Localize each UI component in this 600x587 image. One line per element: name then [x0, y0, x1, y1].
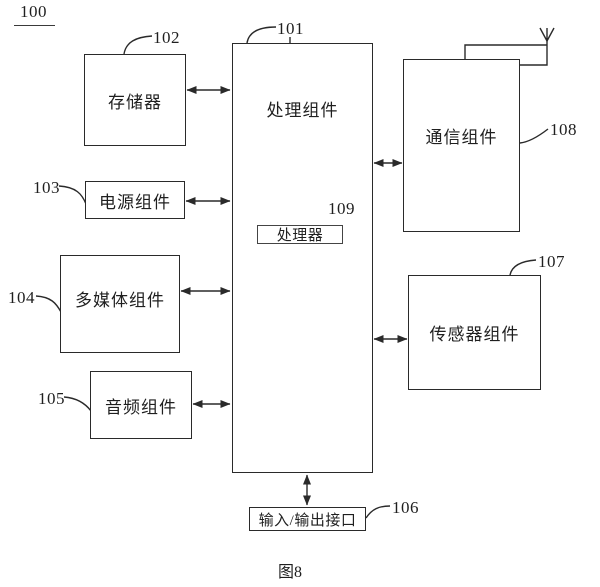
leader-102 [123, 35, 153, 55]
ref-104: 104 [8, 288, 35, 307]
block-audio-label: 音频组件 [105, 397, 177, 417]
ref-106: 106 [392, 498, 419, 517]
block-processor: 处理器 [257, 225, 343, 244]
block-processing-label: 处理组件 [266, 101, 339, 120]
antenna-feed-upper [464, 44, 547, 59]
block-power-label: 电源组件 [99, 192, 171, 212]
leader-105 [63, 396, 92, 412]
antenna-feed-lower [520, 40, 548, 66]
leader-106 [365, 505, 391, 519]
block-io: 输入/输出接口 [249, 507, 366, 531]
ref-109: 109 [328, 199, 355, 218]
figure-ref-label: 100 [14, 2, 55, 26]
block-communication-label: 通信组件 [425, 128, 498, 147]
ref-108: 108 [550, 120, 577, 139]
leader-108 [519, 128, 549, 144]
block-processing: 处理组件 [232, 43, 373, 473]
block-memory-label: 存储器 [108, 92, 162, 112]
block-processor-label: 处理器 [276, 228, 324, 244]
block-sensor: 传感器组件 [408, 275, 541, 390]
block-audio: 音频组件 [90, 371, 192, 439]
block-sensor-label: 传感器组件 [429, 325, 520, 344]
block-power: 电源组件 [85, 181, 185, 219]
ref-107: 107 [538, 252, 565, 271]
block-multimedia-label: 多媒体组件 [75, 290, 165, 310]
block-io-label: 输入/输出接口 [258, 512, 357, 529]
figure-caption: 图8 [278, 564, 303, 581]
block-multimedia: 多媒体组件 [60, 255, 180, 353]
antenna-icon [539, 27, 555, 43]
leader-107 [509, 259, 537, 276]
ref-103: 103 [33, 178, 60, 197]
ref-102: 102 [153, 28, 180, 47]
block-communication: 通信组件 [403, 59, 520, 232]
block-memory: 存储器 [84, 54, 186, 146]
leader-101 [246, 26, 277, 44]
ref-105: 105 [38, 389, 65, 408]
leader-103 [58, 185, 87, 205]
ref-101: 101 [277, 19, 304, 38]
leader-104 [35, 295, 62, 313]
